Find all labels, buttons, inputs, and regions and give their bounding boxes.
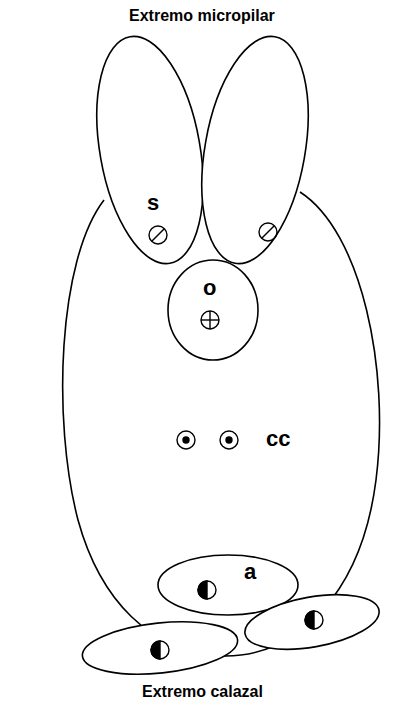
part-label: o — [203, 276, 216, 300]
polar-nucleus — [220, 431, 238, 449]
part-label: cc — [266, 427, 290, 451]
antipodal-cell — [80, 615, 240, 681]
egg-cell — [168, 260, 258, 360]
antipodal-nucleus — [151, 641, 169, 659]
synergid-nucleus — [149, 226, 167, 244]
part-label: s — [147, 191, 159, 215]
part-label: a — [244, 560, 256, 584]
antipodal-cell — [241, 586, 384, 659]
antipodal-nucleus — [198, 581, 216, 599]
synergid-nucleus — [259, 223, 277, 241]
polar-nucleus — [177, 431, 195, 449]
synergid — [81, 28, 219, 272]
end-label: Extremo calazal — [142, 683, 263, 701]
egg-nucleus — [201, 311, 219, 329]
end-label: Extremo micropilar — [129, 7, 275, 25]
synergid — [186, 28, 324, 272]
embryo-sac-outline — [63, 192, 380, 656]
antipodal-nucleus — [305, 611, 323, 629]
